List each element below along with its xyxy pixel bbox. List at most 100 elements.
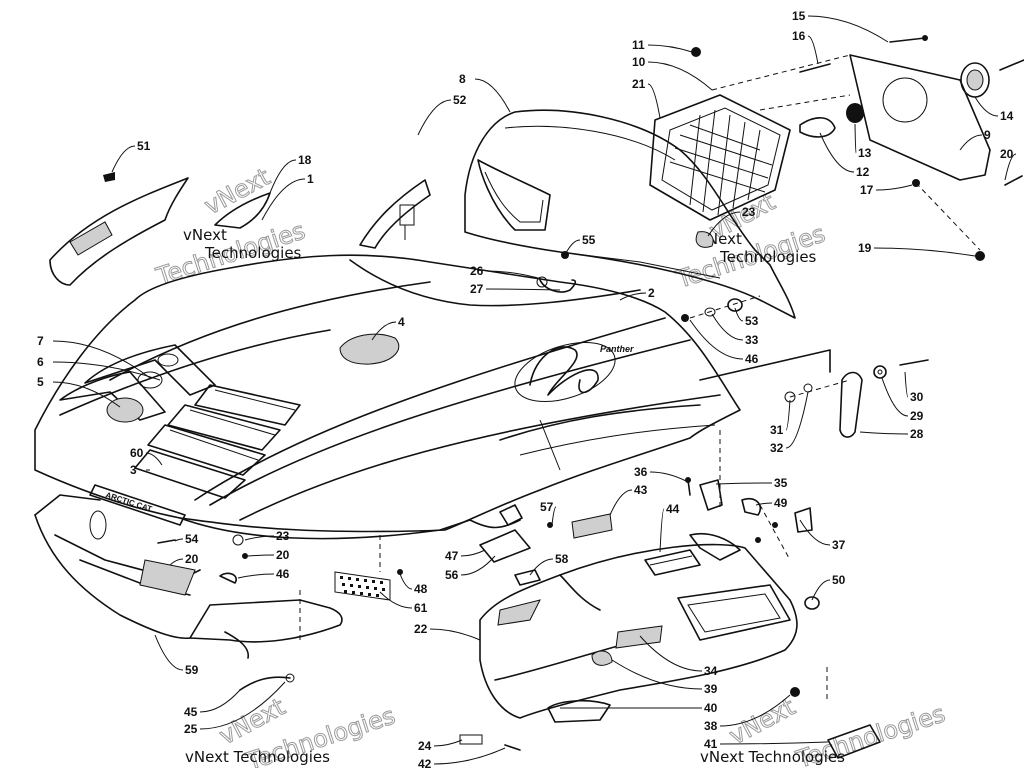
callout-number: 49 [774,496,788,510]
watermark-small: vNext Technologies [185,748,330,766]
callout-leader [785,391,809,449]
callout-leader [371,321,397,341]
callout-leader [52,381,121,408]
callout-leader [111,145,136,173]
callout-number: 30 [910,390,924,404]
spring-16 [799,63,831,73]
callout-leader [199,681,286,730]
callout-leader [873,247,976,257]
callout-leader [619,292,647,301]
callout-number: 56 [445,568,459,582]
headlight-assembly [649,35,1024,261]
callout-number: 13 [858,146,872,160]
callout-number: 55 [582,233,596,247]
callout-number: 41 [704,737,718,751]
callout-number: 1 [307,172,314,186]
callout-number: 20 [185,552,199,566]
windshield-headlight-opening [477,159,551,231]
callout-leader [881,377,909,417]
callout-leader [379,591,413,609]
callout-leader [719,694,791,727]
callout-number: 54 [185,532,199,546]
callout-number: 42 [418,757,432,768]
callout-number: 31 [770,423,784,437]
callout-number: 9 [984,128,991,142]
bumper-light-lens [89,510,107,540]
callout-leader [169,558,184,566]
callout-leader [1004,153,1017,181]
callout-number: 50 [832,573,846,587]
watermark-small: Technologies [204,244,302,262]
hood-windshield-edge [349,259,641,307]
hood-side-line [539,419,561,471]
nut-19 [975,251,985,261]
callout-number: 12 [856,165,870,179]
callout-number: 38 [704,719,718,733]
callout-number: 15 [792,9,806,23]
front-bracket [359,179,431,249]
callout-leader [609,489,633,516]
callout-number: 7 [37,334,44,348]
callout-leader [145,452,163,466]
hood-stripe [209,339,691,506]
callout-leader [529,558,554,576]
callout-number: 60 [130,446,144,460]
watermark-small: vNext [183,226,227,244]
callout-number: 36 [634,465,648,479]
callout-leader [237,573,275,579]
callout-number: 25 [184,722,198,736]
callout-number: 28 [910,427,924,441]
callout-leader [564,239,581,256]
callout-number: 16 [792,29,806,43]
callout-leader [659,508,665,553]
callout-leader [719,741,829,745]
callout-number: 40 [704,701,718,715]
hood-stripe [499,404,701,441]
callout-number: 27 [470,282,484,296]
callout-leader [639,635,703,672]
callout-leader [474,78,511,113]
callout-number: 57 [540,500,554,514]
hood-stripe [519,424,716,456]
callout-leader [875,184,913,191]
hood-logo-decal: Panther [514,342,634,402]
callout-leader [399,573,413,590]
callout-leader [52,340,151,379]
watermark-small: Technologies [719,248,817,266]
callout-number: 44 [666,502,680,516]
callout-leader [247,554,275,557]
callout-leader [460,555,496,576]
callout-number: 47 [445,549,459,563]
callout-leader [647,44,693,53]
callout-number: 18 [298,153,312,167]
callout-number: 21 [632,77,646,91]
decal-43 [571,513,613,539]
callout-leader [647,83,661,119]
console-switch-plate [615,625,663,649]
callout-leader [52,361,161,381]
callout-number: 53 [745,314,759,328]
callout-leader [199,689,241,713]
callout-leader [174,538,184,542]
callout-leader [417,99,452,136]
callout-number: 33 [745,333,759,347]
hood-ridge [59,329,331,416]
hood-stripe [194,317,666,501]
hood-assembly: Panther ARCTIC CAT [34,254,831,540]
callout-leader [269,159,297,194]
console-panel-opening [677,584,791,641]
callout-number: 11 [632,38,645,52]
callout-number: 6 [37,355,44,369]
badge-51 [103,172,115,182]
console-label-44 [644,549,701,576]
hood-stripe [239,394,721,521]
callout-number: 17 [860,183,874,197]
callout-leader [755,502,773,506]
watermark-large: vNext [725,693,800,751]
callout-leader [689,319,744,360]
callout-number: 35 [774,476,788,490]
callout-number: 45 [184,705,198,719]
callout-number: 51 [137,139,151,153]
callout-number: 34 [704,664,718,678]
